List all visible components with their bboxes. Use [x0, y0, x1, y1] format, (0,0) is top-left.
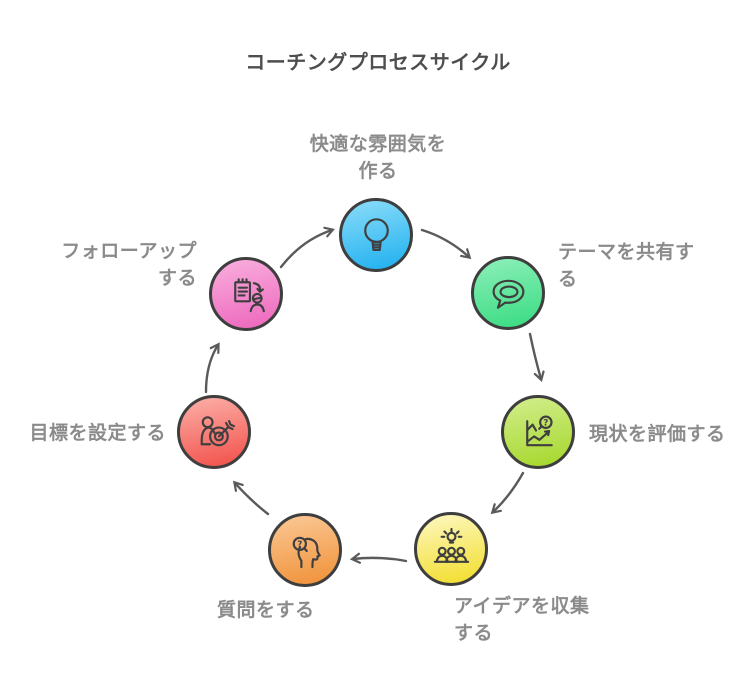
node-create-atmosphere [339, 198, 413, 272]
lightbulb-icon [363, 217, 389, 251]
speech-bubble-icon [492, 279, 524, 309]
node-share-theme [471, 256, 545, 330]
arrow-theme-to-evaluate [528, 332, 545, 383]
node-evaluate-current: ? [501, 395, 575, 469]
arrow-follow-up-to-atmosphere [279, 226, 335, 269]
arrow-evaluate-to-ideas [490, 471, 525, 515]
clipboard-person-icon [233, 277, 265, 312]
node-label-collect-ideas: アイデアを収集 する [454, 596, 590, 644]
diagram-title: コーチングプロセスサイクル [245, 52, 511, 74]
node-ask-questions: ? [268, 513, 342, 587]
node-label-set-goals: 目標を設定する [29, 423, 166, 444]
node-set-goals [177, 395, 251, 469]
node-follow-up [209, 257, 283, 331]
person-target-icon [200, 415, 235, 446]
chart-question-icon: ? [525, 414, 553, 446]
group-idea-icon [433, 527, 469, 563]
node-label-follow-up: フォローアップ する [61, 241, 197, 289]
arrow-atmosphere-to-theme [420, 228, 472, 260]
arrow-ideas-to-questions [349, 552, 408, 564]
node-label-create-atmosphere: 快適な雰囲気を 作る [309, 134, 447, 182]
node-collect-ideas [414, 512, 488, 586]
node-label-ask-questions: 質問をする [217, 600, 315, 621]
svg-text:?: ? [543, 418, 548, 428]
node-label-share-theme: テーマを共有す る [558, 242, 695, 290]
thinking-head-icon: ? [292, 536, 321, 568]
arrow-goals-to-follow-up [204, 342, 220, 394]
arrow-questions-to-goals [232, 480, 270, 516]
svg-text:?: ? [297, 540, 302, 550]
node-label-evaluate-current: 現状を評価する [589, 424, 726, 445]
